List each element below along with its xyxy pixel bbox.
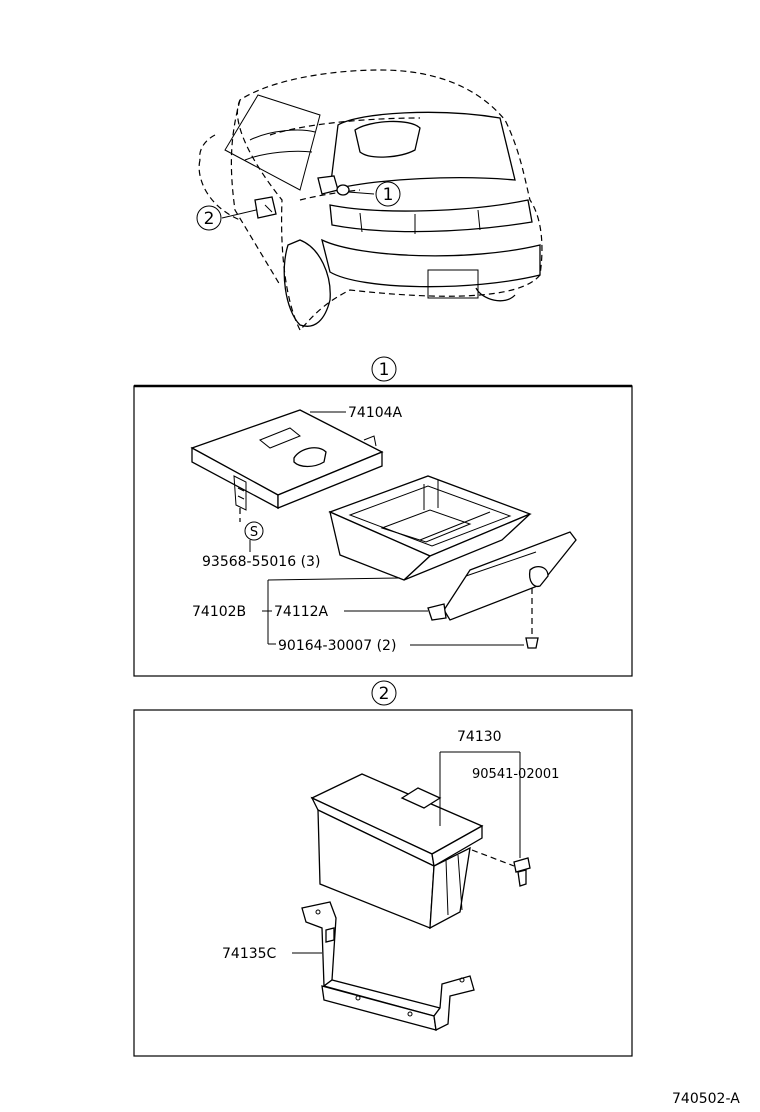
- leader-tray: [267, 577, 401, 581]
- svg-text:2: 2: [204, 209, 215, 229]
- callout-2-section: 2: [371, 680, 397, 706]
- bracket-74112a: [427, 531, 577, 649]
- section-2-frame: [133, 709, 633, 1057]
- label-74130: 74130: [457, 729, 502, 745]
- label-74104a: 74104A: [348, 405, 403, 421]
- svg-text:2: 2: [379, 684, 390, 704]
- clip-90541: [471, 849, 531, 887]
- label-74102b: 74102B: [192, 604, 246, 620]
- svg-text:1: 1: [379, 360, 390, 380]
- svg-text:1: 1: [383, 185, 394, 205]
- label-90541: 90541-02001: [472, 767, 559, 782]
- callout-1-section: 1: [371, 356, 397, 382]
- callout-2-car: 2: [196, 205, 222, 231]
- bracket-74135c: [301, 901, 475, 1031]
- svg-text:S: S: [250, 525, 258, 540]
- car-rear-view: [198, 69, 543, 331]
- label-93568: 93568-55016 (3): [202, 554, 320, 570]
- lid-74104a: [190, 409, 384, 522]
- callout-1-car: 1: [375, 181, 401, 207]
- label-74135c: 74135C: [222, 946, 277, 962]
- label-90164: 90164-30007 (2): [278, 638, 396, 654]
- s-mark-icon: S: [244, 521, 264, 541]
- label-74112a: 74112A: [274, 604, 329, 620]
- box-74130: [310, 773, 484, 930]
- tray-74102b: [328, 475, 532, 581]
- figure-code: 740502-A: [672, 1091, 740, 1107]
